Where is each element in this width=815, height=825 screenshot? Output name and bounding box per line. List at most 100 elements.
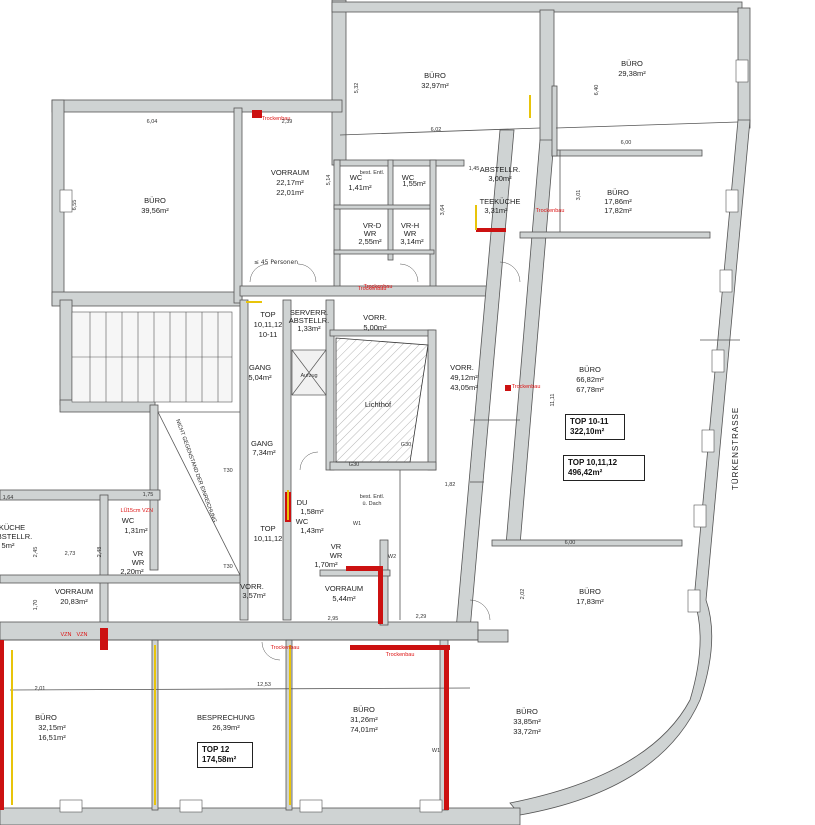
svg-text:VORRAUM: VORRAUM [325, 584, 363, 593]
svg-text:1,45: 1,45 [469, 166, 480, 172]
svg-text:GANG: GANG [249, 363, 271, 372]
room-wc-2: WC 1,55m² [402, 173, 426, 188]
svg-text:31,26m²: 31,26m² [350, 715, 378, 724]
svg-text:VR-D: VR-D [363, 221, 382, 230]
svg-text:ABSTELLR.: ABSTELLR. [289, 316, 329, 325]
svg-text:VZN: VZN [61, 632, 72, 638]
svg-text:VORRAUM: VORRAUM [55, 587, 93, 596]
svg-text:G30: G30 [349, 462, 359, 468]
svg-text:5,44m²: 5,44m² [332, 594, 356, 603]
svg-text:Trockenbau: Trockenbau [364, 284, 393, 290]
svg-text:Trockenbau: Trockenbau [358, 286, 387, 292]
room-gang-734: GANG 7,34m² [251, 439, 276, 457]
svg-text:VORR.: VORR. [450, 363, 474, 372]
svg-text:3,31m²: 3,31m² [484, 206, 508, 215]
svg-text:32,15m²: 32,15m² [38, 723, 66, 732]
room-vrh: VR-H WR 3,14m² [400, 221, 424, 246]
room-serverr: SERVERR. ABSTELLR. 1,33m² [289, 308, 329, 333]
svg-text:WR: WR [132, 558, 145, 567]
new-openings-yellow [11, 95, 531, 805]
top-10-11-title: TOP 10-11 [570, 417, 609, 426]
svg-text:VORR.: VORR. [240, 582, 264, 591]
room-wc-131: WC 1,31m² [122, 516, 148, 535]
svg-text:2,39: 2,39 [282, 119, 293, 125]
svg-text:1,55m²: 1,55m² [402, 179, 426, 188]
svg-text:2,45: 2,45 [33, 547, 39, 558]
svg-text:BÜRO: BÜRO [579, 365, 601, 374]
non-scope-diagonal [157, 411, 241, 576]
svg-text:49,12m²: 49,12m² [450, 373, 478, 382]
svg-text:33,85m²: 33,85m² [513, 717, 541, 726]
svg-text:5,04m²: 5,04m² [248, 373, 272, 382]
svg-text:KÜCHE: KÜCHE [0, 523, 25, 532]
room-kueche: KÜCHE ABSTELLR. 5m² [0, 523, 32, 550]
svg-text:10,11,12: 10,11,12 [254, 534, 283, 543]
svg-text:ü. Dach: ü. Dach [363, 501, 382, 507]
svg-text:17,83m²: 17,83m² [576, 597, 604, 606]
svg-text:3,64: 3,64 [440, 205, 446, 216]
room-vorr-4912: VORR. 49,12m² 43,05m² [450, 363, 478, 392]
room-buero-6682: BÜRO 66,82m² 67,78m² [576, 365, 604, 394]
svg-text:T30: T30 [223, 468, 232, 474]
staircase [71, 311, 233, 403]
svg-text:2,73: 2,73 [65, 551, 76, 557]
room-top-10-11-12-b: TOP 10,11,12 [254, 524, 283, 543]
room-top-10-11-12-a: TOP 10,11,12 10-11 [254, 310, 283, 339]
room-buero-3297: BÜRO 32,97m² [421, 71, 449, 90]
svg-text:BÜRO: BÜRO [353, 705, 375, 714]
lichthof-hatch [335, 337, 429, 463]
svg-text:ABSTELLR.: ABSTELLR. [0, 532, 32, 541]
svg-text:43,05m²: 43,05m² [450, 383, 478, 392]
svg-text:33,72m²: 33,72m² [513, 727, 541, 736]
svg-text:WR: WR [330, 551, 343, 560]
svg-text:T30: T30 [223, 564, 232, 570]
svg-text:16,51m²: 16,51m² [38, 733, 66, 742]
room-lichthof: Lichthof [365, 400, 392, 409]
svg-text:5,14: 5,14 [326, 175, 332, 186]
svg-text:22,17m²: 22,17m² [276, 178, 304, 187]
svg-text:2,29: 2,29 [416, 614, 427, 620]
svg-text:TEEKÜCHE: TEEKÜCHE [480, 197, 521, 206]
svg-text:1,70m²: 1,70m² [314, 560, 338, 569]
room-abstellr: ABSTELLR. 3,00m² [480, 165, 520, 183]
room-buero-3956: BÜRO 39,56m² [141, 196, 169, 215]
room-vr-wr-220: VR WR 2,20m² [120, 549, 145, 576]
svg-text:BESPRECHUNG: BESPRECHUNG [197, 713, 255, 722]
svg-text:26,39m²: 26,39m² [212, 723, 240, 732]
room-du: DU 1,58m² [297, 498, 325, 516]
svg-text:1,31m²: 1,31m² [124, 526, 148, 535]
svg-text:ABSTELLR.: ABSTELLR. [480, 165, 520, 174]
svg-text:BÜRO: BÜRO [424, 71, 446, 80]
svg-text:17,82m²: 17,82m² [604, 206, 632, 215]
room-vorr-357: VORR. 3,57m² [240, 582, 266, 600]
svg-text:2,20m²: 2,20m² [120, 567, 144, 576]
svg-text:2,02: 2,02 [520, 589, 526, 600]
svg-text:TOP: TOP [260, 310, 275, 319]
room-vorr-500: VORR. 5,00m² [363, 313, 387, 332]
svg-text:W1: W1 [432, 748, 440, 754]
svg-text:11,11: 11,11 [550, 394, 556, 407]
drywall-labels: Trockenbau Trockenbau Trockenbau Trocken… [61, 116, 565, 658]
svg-text:1,58m²: 1,58m² [300, 507, 324, 516]
svg-text:32,97m²: 32,97m² [421, 81, 449, 90]
svg-text:3,14m²: 3,14m² [400, 237, 424, 246]
windows [59, 59, 749, 813]
svg-text:1,33m²: 1,33m² [297, 324, 321, 333]
svg-text:GANG: GANG [251, 439, 273, 448]
room-teekueche: TEEKÜCHE 3,31m² [480, 197, 521, 215]
street-name: TÜRKENSTRASSE [731, 407, 740, 490]
room-buero-3385: BÜRO 33,85m² 33,72m² [513, 707, 541, 736]
svg-text:best. Entl.: best. Entl. [360, 494, 385, 500]
svg-text:5,32: 5,32 [354, 83, 360, 94]
svg-text:BÜRO: BÜRO [607, 188, 629, 197]
svg-text:WC: WC [122, 516, 135, 525]
svg-text:WC: WC [350, 173, 363, 182]
svg-text:NICHT GEGENSTAND DER EINREICHU: NICHT GEGENSTAND DER EINREICHUNG [174, 419, 217, 524]
room-buero-3126: BÜRO 31,26m² 74,01m² [350, 705, 378, 734]
svg-text:29,38m²: 29,38m² [618, 69, 646, 78]
svg-text:W2: W2 [388, 554, 396, 560]
top-10-11-summary: TOP 10-11 322,10m² [565, 414, 625, 440]
room-vorraum-544: VORRAUM 5,44m² [325, 584, 363, 603]
svg-text:Trockenbau: Trockenbau [271, 645, 300, 651]
svg-text:Trockenbau: Trockenbau [386, 652, 415, 658]
